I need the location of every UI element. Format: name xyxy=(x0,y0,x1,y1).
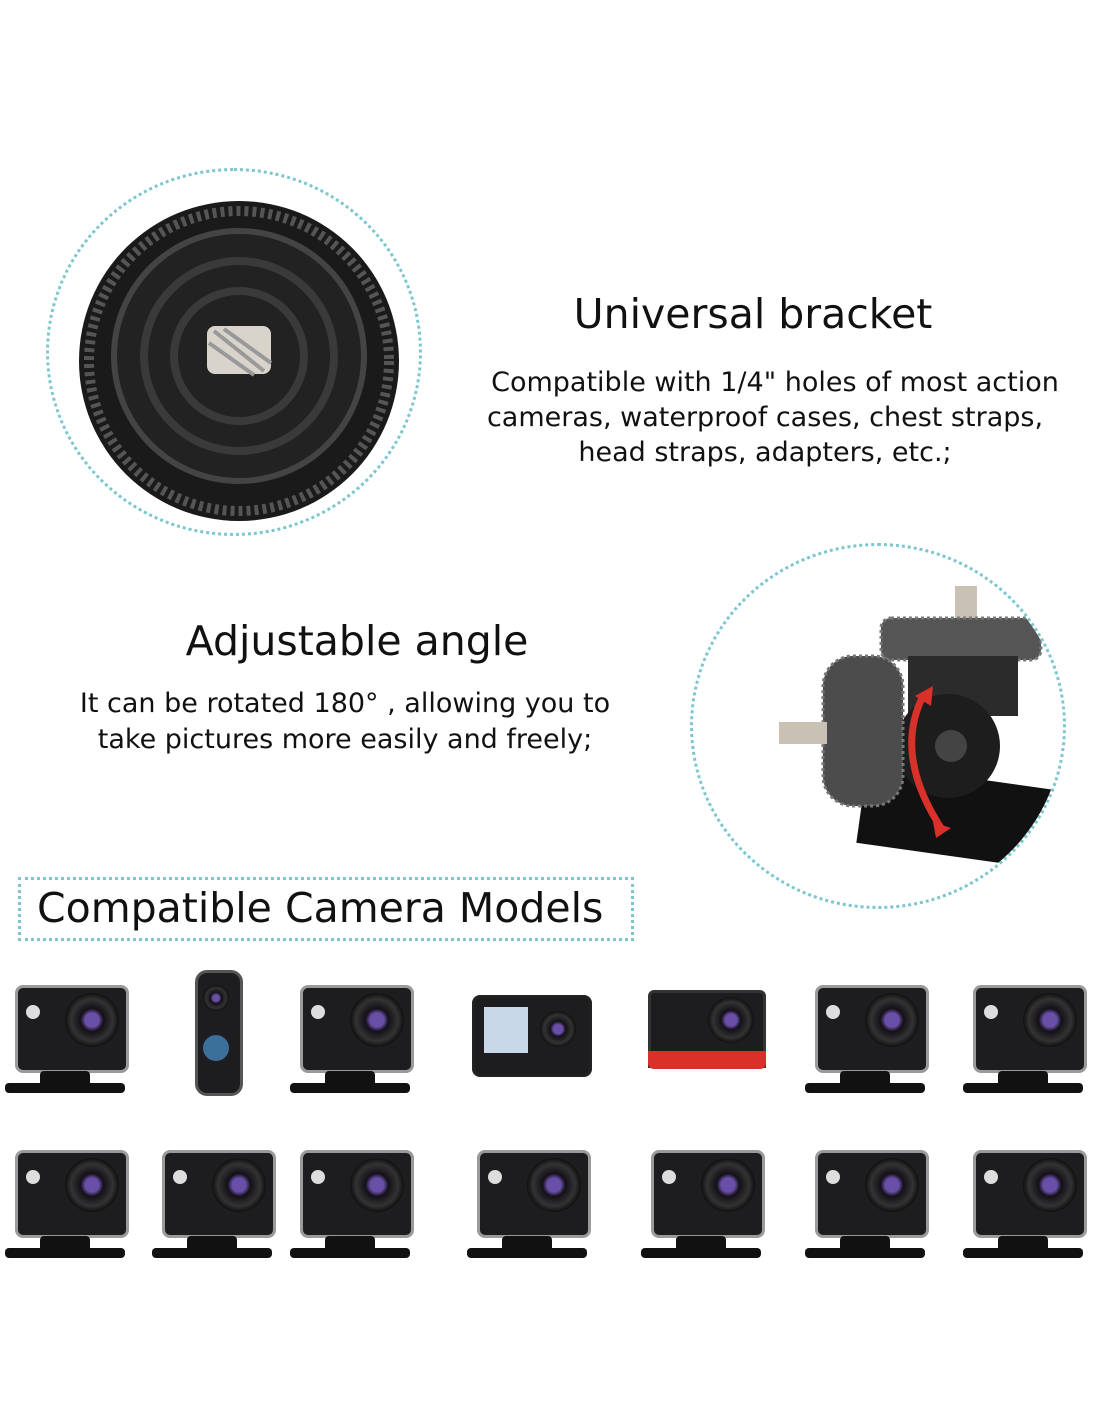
universal-bracket-line-2: cameras, waterproof cases, chest straps, xyxy=(486,402,1044,433)
camera-part xyxy=(212,1158,266,1212)
universal-bracket-line-3: head straps, adapters, etc.; xyxy=(578,437,952,468)
camera-part xyxy=(467,1248,587,1258)
camera-part xyxy=(648,1051,766,1069)
camera-part xyxy=(540,1011,576,1047)
camera-part xyxy=(290,1248,410,1258)
camera-part xyxy=(805,1083,925,1093)
universal-bracket-title: Universal bracket xyxy=(573,290,933,338)
camera-part xyxy=(173,1170,187,1184)
universal-bracket-line-1: Compatible with 1/4" holes of most actio… xyxy=(491,367,1059,398)
camera-part xyxy=(826,1005,840,1019)
adjustable-angle-line-1: It can be rotated 180° , allowing you to xyxy=(79,688,611,719)
camera-part xyxy=(5,1083,125,1093)
camera-part xyxy=(65,1158,119,1212)
adjustable-angle-title: Adjustable angle xyxy=(185,617,529,665)
camera-part xyxy=(963,1083,1083,1093)
camera-part xyxy=(527,1158,581,1212)
camera-part xyxy=(805,1248,925,1258)
camera-part xyxy=(290,1083,410,1093)
knob-photo xyxy=(46,168,422,536)
camera-part xyxy=(65,993,119,1047)
camera-part xyxy=(865,1158,919,1212)
camera-part xyxy=(1023,1158,1077,1212)
adjustable-angle-line-2: take pictures more easily and freely; xyxy=(97,724,593,755)
camera-part xyxy=(5,1248,125,1258)
camera-part xyxy=(826,1170,840,1184)
compatible-models-title: Compatible Camera Models xyxy=(37,884,604,932)
camera-part xyxy=(203,1035,229,1061)
compatible-models-header: Compatible Camera Models xyxy=(18,877,634,941)
camera-part xyxy=(488,1170,502,1184)
camera-part xyxy=(152,1248,272,1258)
camera-part xyxy=(708,997,754,1043)
ball-mount-photo xyxy=(690,543,1066,909)
camera-part xyxy=(203,985,229,1011)
camera-part xyxy=(984,1170,998,1184)
camera-part xyxy=(350,993,404,1047)
camera-part xyxy=(26,1170,40,1184)
camera-part xyxy=(865,993,919,1047)
camera-part xyxy=(641,1248,761,1258)
camera-part xyxy=(963,1248,1083,1258)
camera-part xyxy=(1023,993,1077,1047)
camera-part xyxy=(662,1170,676,1184)
camera-part xyxy=(984,1005,998,1019)
camera-part xyxy=(26,1005,40,1019)
camera-part xyxy=(350,1158,404,1212)
camera-part xyxy=(311,1005,325,1019)
camera-part xyxy=(701,1158,755,1212)
camera-part xyxy=(311,1170,325,1184)
camera-part xyxy=(484,1007,528,1053)
